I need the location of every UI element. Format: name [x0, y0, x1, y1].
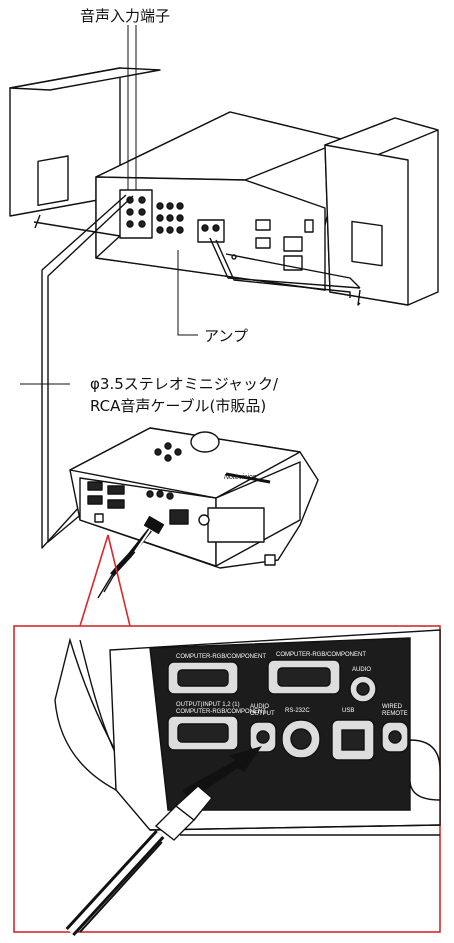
cable-label-line2: RCA音声ケーブル(市販品) [90, 397, 267, 415]
amplifier-label: アンプ [204, 327, 248, 345]
cable-label-line1: φ3.5ステレオミニジャック/ [90, 375, 279, 393]
label-remote: REMOTE [382, 711, 408, 717]
stereo-mini-plug [65, 774, 213, 937]
audio-input-terminal-label: 音声入力端子 [80, 7, 171, 25]
right-speaker [324, 117, 439, 306]
insert-arrow-icon [182, 746, 262, 800]
label-audio-in: AUDIO [352, 667, 371, 673]
label-wired: WIRED [382, 704, 403, 710]
left-speaker [9, 67, 161, 229]
label-computer-rgb-2: COMPUTER-RGB/COMPONENT [276, 652, 366, 658]
panel-text: COMPUTER-RGB/COMPONENT COMPUTER-RGB/COMP… [176, 474, 408, 717]
label-usb: USB [342, 708, 354, 714]
label-output-input: OUTPUT(INPUT 1,2 (1) [176, 702, 240, 708]
amplifier-unit [95, 111, 346, 291]
label-rs232c: RS-232C [285, 708, 310, 714]
label-brand: Notevision [224, 474, 257, 481]
zoomed-connection-panel [54, 629, 441, 836]
projector [69, 427, 319, 569]
label-audio-output2: OUTPUT [250, 711, 275, 717]
label-computer-rgb-1: COMPUTER-RGB/COMPONENT [176, 654, 266, 660]
label-output-sub: COMPUTER-RGB/COMPONENT [176, 709, 266, 715]
label-audio-output: AUDIO [250, 704, 269, 710]
